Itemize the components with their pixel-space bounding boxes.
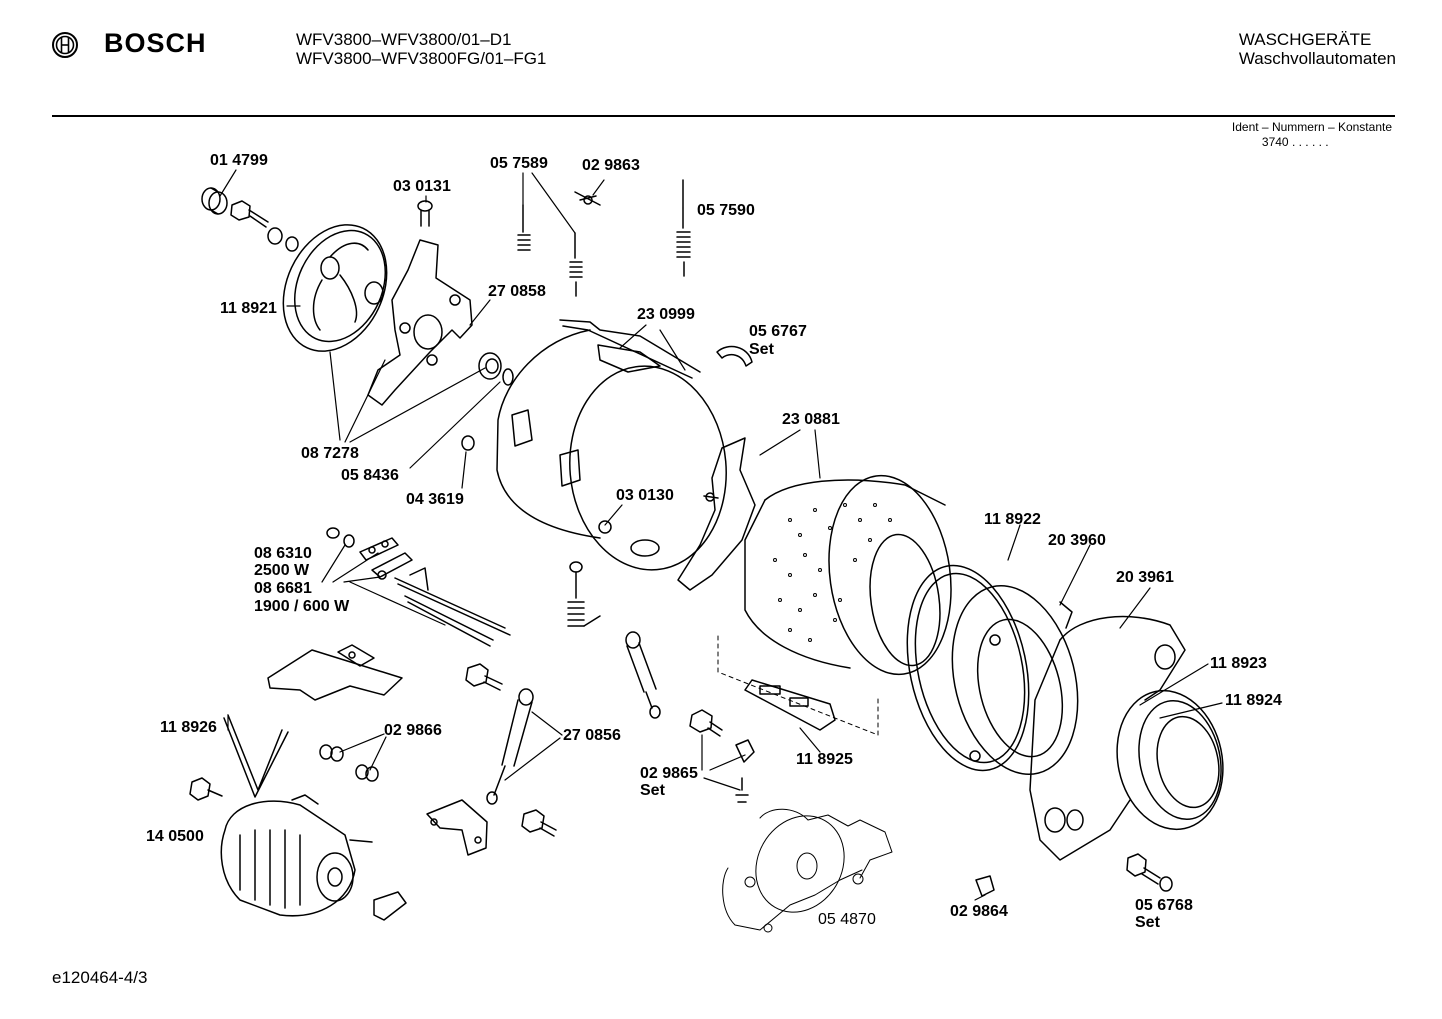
bushing-part <box>319 744 379 782</box>
header-divider <box>52 115 1395 117</box>
ident-block: Ident – Nummern – Konstante 3740 . . . .… <box>1232 120 1392 150</box>
assembly-frame-dashed <box>717 635 879 736</box>
tub-gasket-ring <box>906 564 1030 772</box>
angle-bracket-part <box>426 799 488 856</box>
label-086310: 08 6310 <box>254 545 312 562</box>
tub-clamp-part <box>716 345 753 367</box>
tension-spring-middle <box>569 232 583 297</box>
category-line-1: WASCHGERÄTE <box>1238 30 1372 49</box>
label-056767: 05 6767 <box>749 323 807 340</box>
label-014799: 01 4799 <box>210 152 268 169</box>
suspension-spring-right <box>676 179 691 277</box>
ident-title: Ident – Nummern – Konstante <box>1231 120 1392 134</box>
model-list: WFV3800–WFV3800/01–D1 WFV3800–WFV3800FG/… <box>296 30 546 68</box>
ident-dots: . . . . . . <box>1291 135 1329 149</box>
label-086310-watt: 2500 W <box>254 562 310 579</box>
hub-bolt-part <box>230 200 299 252</box>
front-tub-ring <box>951 584 1079 776</box>
spring-clip-part <box>574 191 601 206</box>
fixing-screw-set-part <box>1126 853 1173 892</box>
label-029863: 02 9863 <box>582 157 640 174</box>
label-270858: 27 0858 <box>488 283 546 300</box>
label-057589: 05 7589 <box>490 155 548 172</box>
label-029865: 02 9865 <box>640 765 698 782</box>
bosch-logo-icon <box>52 32 78 58</box>
label-087278: 08 7278 <box>301 445 359 462</box>
hex-bolt-lower <box>521 809 557 837</box>
label-029864: 02 9864 <box>950 903 1008 920</box>
motor-part <box>189 777 373 917</box>
label-086681-watt: 1900 / 600 W <box>254 598 350 615</box>
label-086681: 08 6681 <box>254 580 312 597</box>
category-heading: WASCHGERÄTE Waschvollautomaten <box>1239 30 1396 68</box>
label-203961: 20 3961 <box>1116 569 1174 586</box>
drum-cross-part <box>677 437 756 591</box>
label-140500: 14 0500 <box>146 828 204 845</box>
pump-screw-set-part <box>689 709 755 803</box>
document-code: e120464-4/3 <box>52 968 148 987</box>
motor-bracket-part <box>373 891 407 921</box>
detergent-flap-part <box>744 679 836 731</box>
label-118921: 11 8921 <box>220 300 277 317</box>
label-203960: 20 3960 <box>1048 532 1106 549</box>
drum-pulley-part <box>282 224 388 352</box>
shock-absorber-lower <box>486 688 534 805</box>
label-118926: 11 8926 <box>160 719 217 736</box>
hose-clip-part <box>975 875 995 897</box>
ident-constant: 3740 . . . . . . <box>1232 135 1392 150</box>
label-056767-set: Set <box>749 341 774 358</box>
label-118924: 11 8924 <box>1225 692 1282 709</box>
drive-belt-part <box>223 714 289 798</box>
label-230881: 23 0881 <box>782 411 840 428</box>
brand-name: BOSCH <box>104 28 207 58</box>
label-029866: 02 9866 <box>384 722 442 739</box>
label-118925: 11 8925 <box>796 751 853 768</box>
bearing-bracket-part <box>367 239 473 406</box>
hose-spring-part <box>567 561 601 627</box>
label-056768-set: Set <box>1135 914 1160 931</box>
model-line-2: WFV3800–WFV3800FG/01–FG1 <box>296 49 547 68</box>
label-118922: 11 8922 <box>984 511 1041 528</box>
label-043619: 04 3619 <box>406 491 464 508</box>
door-seal-ring <box>1116 689 1224 831</box>
label-030131: 03 0131 <box>393 178 451 195</box>
ident-value: 3740 <box>1261 135 1289 149</box>
drain-pump-part <box>722 808 893 933</box>
front-tub-housing <box>1029 615 1186 861</box>
label-029865-set: Set <box>640 782 665 799</box>
wash-drum-part <box>744 474 952 676</box>
label-030130: 03 0130 <box>616 487 674 504</box>
label-058436: 05 8436 <box>341 467 399 484</box>
small-nut-part <box>461 435 475 451</box>
model-line-1: WFV3800–WFV3800/01–D1 <box>296 30 512 49</box>
heater-nut-part <box>326 527 355 548</box>
label-230999: 23 0999 <box>637 306 695 323</box>
outer-tub-part <box>496 319 727 571</box>
label-270856: 27 0856 <box>563 727 621 744</box>
label-056768: 05 6768 <box>1135 897 1193 914</box>
drum-perforation <box>773 503 892 642</box>
cover-plate-part <box>267 644 403 701</box>
label-054870: 05 4870 <box>818 911 876 928</box>
bearing-nut-part <box>201 187 228 215</box>
label-057590: 05 7590 <box>697 202 755 219</box>
label-118923: 11 8923 <box>1210 655 1267 672</box>
category-line-2: Waschvollautomaten <box>1238 49 1396 68</box>
tension-spring-left <box>517 204 531 251</box>
leader-lines <box>219 169 1223 901</box>
shaft-seal-part <box>478 352 514 386</box>
shock-absorber-upper <box>625 631 661 719</box>
heater-element-part <box>359 537 511 647</box>
bracket-screw-part <box>417 200 433 227</box>
hex-bolt-upper <box>465 663 503 691</box>
